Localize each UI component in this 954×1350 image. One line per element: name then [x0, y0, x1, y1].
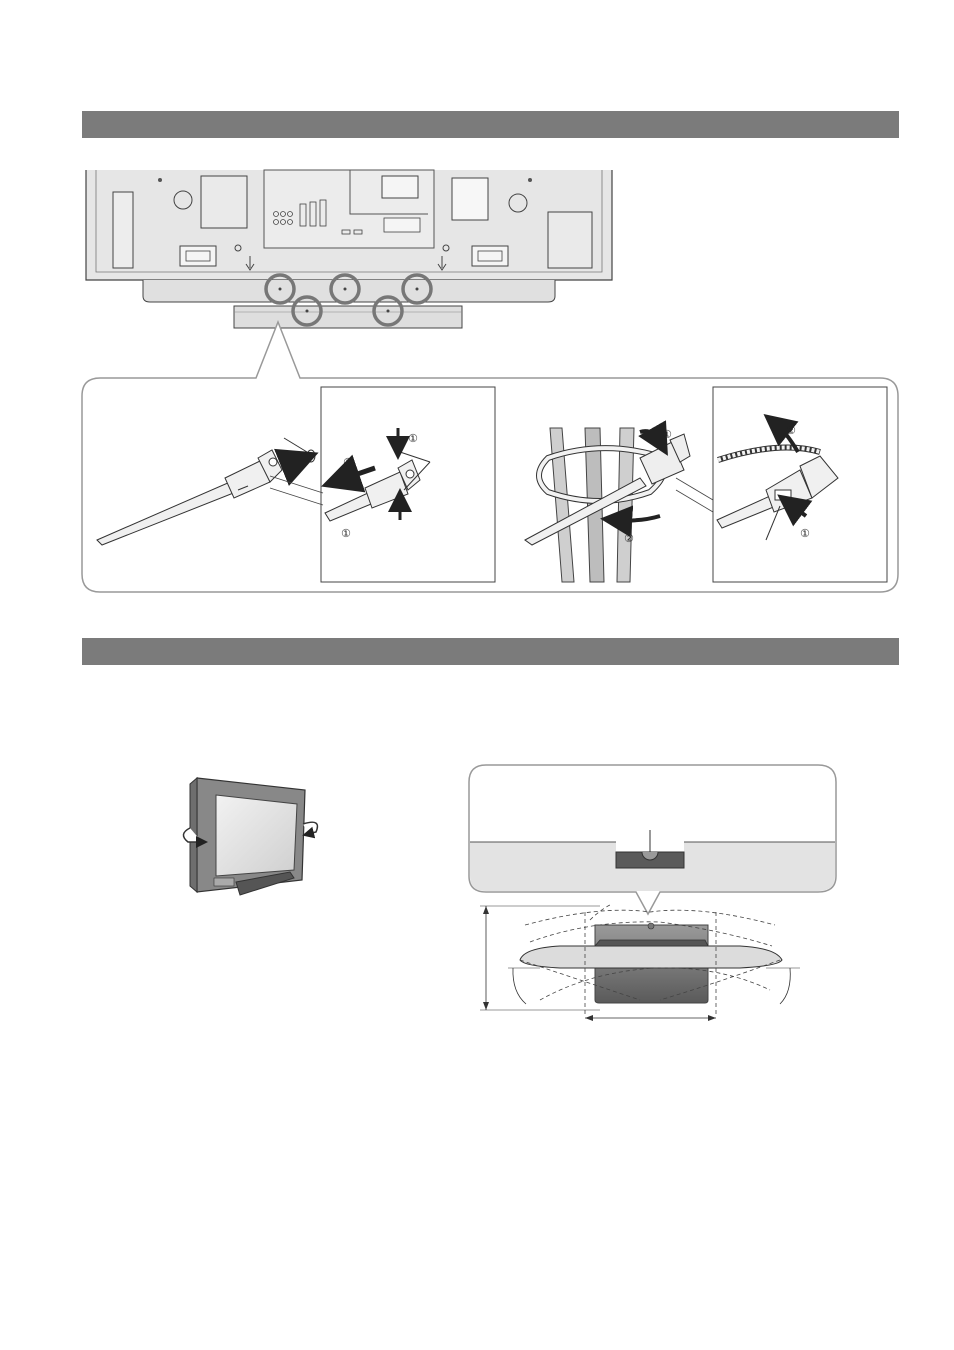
tv-swivel-perspective: [190, 778, 305, 895]
step-marker-release-2: ②: [786, 424, 796, 437]
step-marker-bundle-1: ①: [662, 428, 672, 441]
cable-tie-callout-panel: [82, 322, 898, 592]
step-marker-attach-1-top: ①: [408, 432, 418, 445]
step-marker-attach-2: ②: [343, 456, 353, 469]
step-marker-release-1: ①: [800, 527, 810, 540]
stand-top-view: [480, 905, 800, 1021]
step-marker-bundle-2: ②: [624, 532, 634, 545]
tv-rear-view: [86, 170, 612, 328]
step-marker-attach-1-bottom: ①: [341, 527, 351, 540]
swivel-top-view-callout: [469, 765, 836, 914]
